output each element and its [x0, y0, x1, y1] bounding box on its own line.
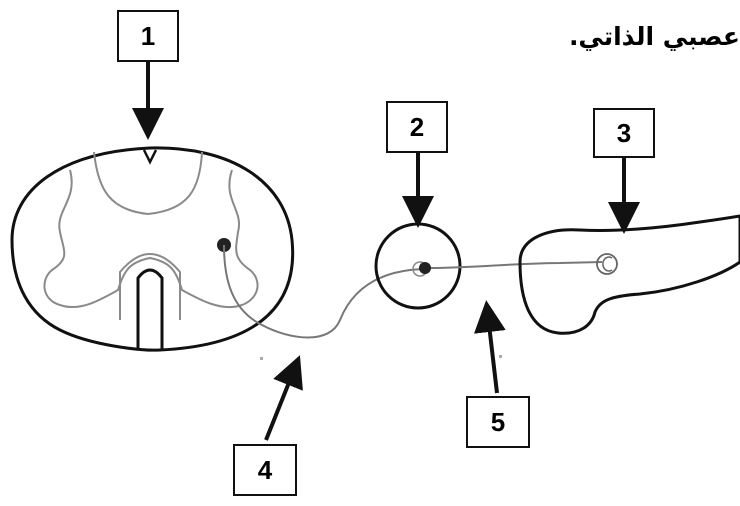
effector-ending: [602, 256, 613, 272]
label-box-2: 2: [386, 101, 448, 153]
autonomic-ganglion: [374, 222, 462, 310]
label-box-5: 5: [466, 396, 530, 448]
diagram-caption: عصبي الذاتي.: [568, 22, 740, 51]
central-canal-outline: [119, 253, 181, 320]
speck-mark: [260, 357, 263, 360]
label-box-3: 3: [593, 108, 655, 158]
gray-matter-outline: [43, 151, 259, 309]
dorsal-median-sulcus: [142, 149, 158, 165]
ventral-median-fissure: [136, 268, 164, 350]
postganglionic-cell-body: [419, 262, 431, 274]
effector-ending-ring: [596, 253, 618, 275]
target-organ-outline: [518, 214, 740, 335]
label-box-4: 4: [233, 444, 297, 496]
arrow-5: [473, 300, 506, 394]
spinal-cord-outline: [10, 146, 295, 352]
label-box-1: 1: [117, 10, 179, 62]
postganglionic-fiber: [430, 261, 603, 269]
arrow-4: [264, 355, 303, 441]
preganglionic-fiber: [223, 244, 423, 339]
speck-mark: [499, 355, 502, 358]
